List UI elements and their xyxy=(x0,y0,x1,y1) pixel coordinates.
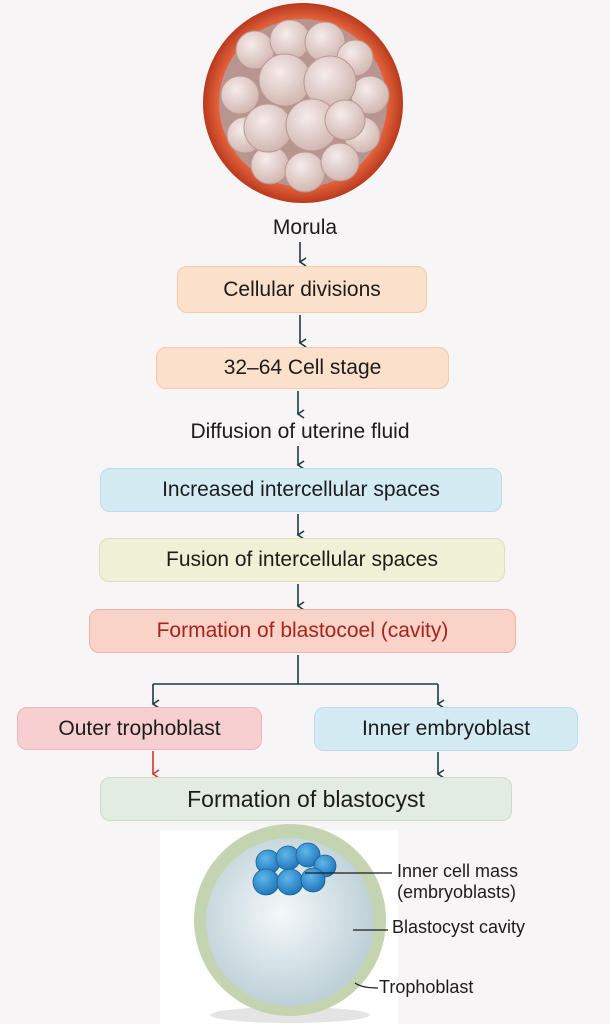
trophoblast-leader xyxy=(354,982,379,989)
inner-cell-mass-label: Inner cell mass (embryoblasts) xyxy=(397,861,518,903)
blastocyst-box: Formation of blastocyst xyxy=(100,777,512,821)
blastocyst-illustration xyxy=(194,824,386,1023)
cell-stage-box: 32–64 Cell stage xyxy=(156,347,449,389)
blastocoel-box: Formation of blastocoel (cavity) xyxy=(89,609,516,653)
outer-trophoblast-box: Outer trophoblast xyxy=(17,707,262,750)
inner-cell-mass-line2: (embryoblasts) xyxy=(397,882,517,902)
increased-spaces-box: Increased intercellular spaces xyxy=(100,468,502,512)
morula-label: Morula xyxy=(272,216,338,239)
trophoblast-label: Trophoblast xyxy=(379,977,474,997)
diffusion-label: Diffusion of uterine fluid xyxy=(190,420,410,443)
inner-embryoblast-box: Inner embryoblast xyxy=(314,707,578,751)
morula-illustration xyxy=(203,3,403,203)
cellular-divisions-box: Cellular divisions xyxy=(177,266,427,313)
flow-arrows xyxy=(151,242,445,779)
inner-cell-mass-line1: Inner cell mass xyxy=(397,861,519,881)
cavity-label: Blastocyst cavity xyxy=(392,917,526,937)
fusion-spaces-box: Fusion of intercellular spaces xyxy=(99,538,505,582)
